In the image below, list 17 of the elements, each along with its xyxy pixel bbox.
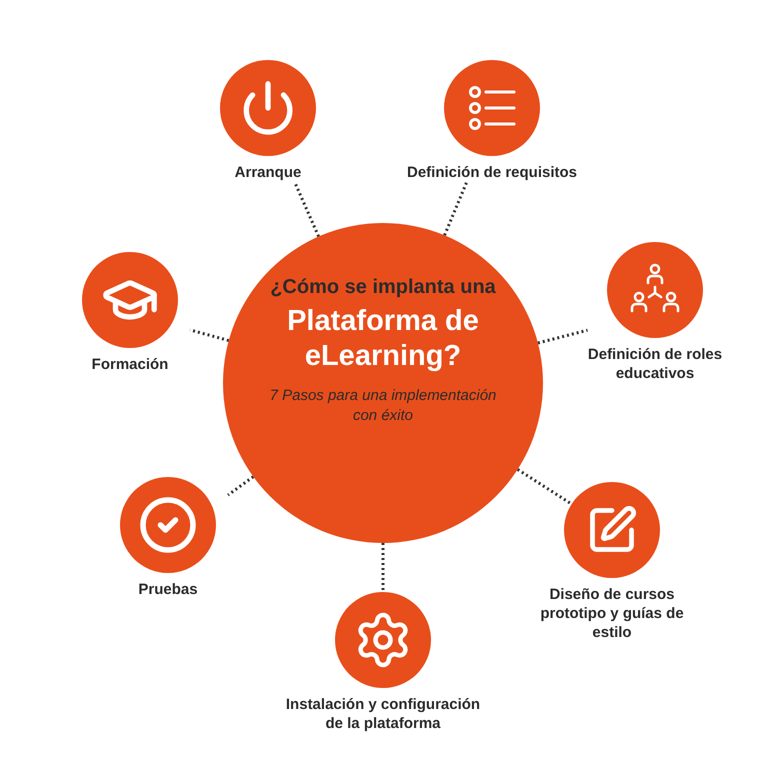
step-label: Definición de requisitos bbox=[406, 164, 578, 183]
dotted-connector bbox=[227, 476, 254, 496]
dotted-connector bbox=[538, 328, 588, 344]
dotted-connector bbox=[443, 182, 468, 236]
step-label: Instalación y configuración de la plataforma bbox=[284, 696, 482, 734]
question-heading: ¿Cómo se implanta una bbox=[270, 275, 496, 300]
step-label: Diseño de cursos prototipo y guías de estilo bbox=[539, 586, 685, 642]
dotted-connector bbox=[294, 182, 320, 238]
dotted-connector bbox=[190, 328, 230, 342]
step-label: Formación bbox=[92, 356, 168, 375]
title-heading: Plataforma de eLearning? bbox=[286, 304, 480, 374]
dotted-connector bbox=[382, 543, 384, 592]
step-label: Pruebas bbox=[138, 581, 198, 600]
step-label: Definición de roles educativos bbox=[588, 346, 722, 384]
dotted-connector bbox=[516, 468, 572, 506]
step-label: Arranque bbox=[234, 164, 302, 183]
subtitle-text: 7 Pasos para una implementación con éxito bbox=[268, 386, 498, 426]
